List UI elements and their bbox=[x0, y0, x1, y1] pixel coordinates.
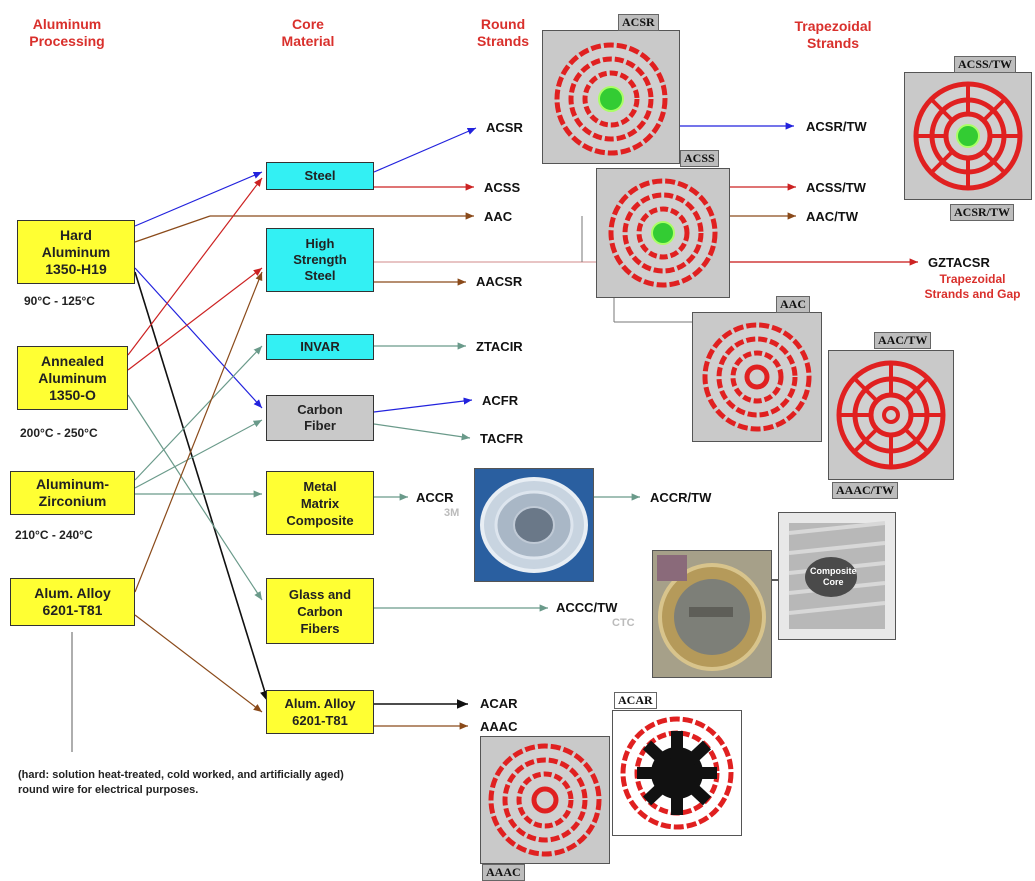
gap-label: Trapezoidal Strands and Gap bbox=[924, 272, 1021, 301]
tag-acsr: ACSR bbox=[618, 14, 659, 31]
vendor-3m: 3M bbox=[444, 507, 460, 519]
tag-aaac-tw: AAAC/TW bbox=[832, 482, 899, 499]
acss-tw-strands bbox=[913, 81, 1023, 191]
aac-tw-cross-section bbox=[828, 350, 954, 480]
product-acss-tw: ACSS/TW bbox=[806, 180, 866, 195]
footnote: (hard: solution heat-treated, cold worke… bbox=[18, 769, 344, 796]
tag-acsr-tw: ACSR/TW bbox=[950, 204, 1015, 221]
product-acar: ACAR bbox=[480, 696, 518, 711]
header-core-material: Core Material bbox=[281, 16, 335, 49]
product-aaac: AAAC bbox=[480, 719, 518, 734]
vendor-ctc: CTC bbox=[612, 617, 635, 629]
acss-tw-cross-section bbox=[904, 72, 1032, 200]
aluminum-box-hard: Hard Aluminum 1350-H19 bbox=[17, 220, 135, 284]
product-acss: ACSS bbox=[484, 180, 521, 195]
acss-strands bbox=[608, 178, 718, 288]
aluminum-box-annealed: Annealed Aluminum 1350-O bbox=[17, 346, 128, 410]
accc-cable bbox=[657, 555, 766, 671]
acsr-cross-section bbox=[542, 30, 680, 164]
aaac-cross-section bbox=[480, 736, 610, 864]
product-gztacsr: GZTACSR bbox=[928, 255, 990, 270]
core-box-invar: INVAR bbox=[266, 334, 374, 360]
aluminum-box-zirconium: Aluminum- Zirconium bbox=[10, 471, 135, 515]
header-trapezoidal-strands: Trapezoidal Strands bbox=[794, 18, 872, 51]
temp-hard: 90°C - 125°C bbox=[24, 294, 95, 308]
composite-core-label: Composite Core bbox=[810, 566, 857, 587]
accr-photo bbox=[474, 468, 594, 582]
core-box-metal-matrix: Metal Matrix Composite bbox=[266, 471, 374, 535]
temp-annealed: 200°C - 250°C bbox=[20, 426, 98, 440]
tag-acss: ACSS bbox=[680, 150, 719, 167]
tag-acss-tw: ACSS/TW bbox=[954, 56, 1017, 73]
product-aac: AAC bbox=[484, 209, 513, 224]
acar-cross-section bbox=[612, 710, 742, 836]
product-acsr-tw: ACSR/TW bbox=[806, 119, 867, 134]
product-ztacir: ZTACIR bbox=[476, 339, 523, 354]
composite-core-cable bbox=[788, 521, 886, 629]
aluminum-box-alloy: Alum. Alloy 6201-T81 bbox=[10, 578, 135, 626]
aac-tw-strands bbox=[836, 360, 946, 470]
product-acsr: ACSR bbox=[486, 120, 523, 135]
accr-cable bbox=[480, 477, 588, 573]
header-round-strands: Round Strands bbox=[476, 16, 530, 49]
aac-strands bbox=[702, 322, 812, 432]
tag-aac-tw: AAC/TW bbox=[874, 332, 932, 349]
core-box-alloy: Alum. Alloy 6201-T81 bbox=[266, 690, 374, 734]
acsr-strands bbox=[554, 42, 668, 156]
product-accc-tw: ACCC/TW bbox=[556, 600, 618, 615]
core-box-carbon-fiber: Carbon Fiber bbox=[266, 395, 374, 441]
acar-strands bbox=[620, 716, 734, 830]
accc-photo bbox=[652, 550, 772, 678]
header-aluminum-processing: Aluminum Processing bbox=[29, 16, 105, 49]
core-box-glass-carbon: Glass and Carbon Fibers bbox=[266, 578, 374, 644]
aaac-strands bbox=[488, 743, 602, 857]
tag-aac: AAC bbox=[776, 296, 810, 313]
product-accr-tw: ACCR/TW bbox=[650, 490, 712, 505]
product-acfr: ACFR bbox=[482, 393, 519, 408]
temp-zirconium: 210°C - 240°C bbox=[15, 528, 93, 542]
composite-core-photo bbox=[778, 512, 896, 640]
product-tacfr: TACFR bbox=[480, 431, 524, 446]
product-aac-tw: AAC/TW bbox=[806, 209, 858, 224]
aac-cross-section bbox=[692, 312, 822, 442]
core-box-steel: Steel bbox=[266, 162, 374, 190]
tag-aaac: AAAC bbox=[482, 864, 525, 881]
tag-acar: ACAR bbox=[614, 692, 657, 709]
core-box-high-strength-steel: High Strength Steel bbox=[266, 228, 374, 292]
acss-cross-section bbox=[596, 168, 730, 298]
product-aacsr: AACSR bbox=[476, 274, 523, 289]
product-accr: ACCR bbox=[416, 490, 454, 505]
